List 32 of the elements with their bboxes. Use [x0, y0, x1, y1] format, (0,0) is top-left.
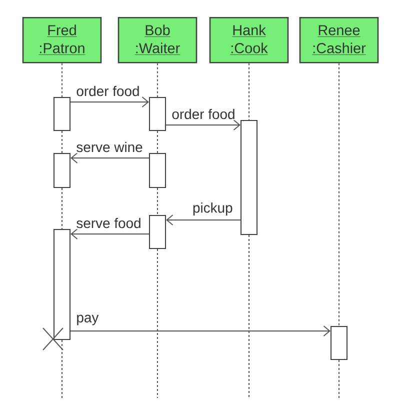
- arrow: [166, 120, 240, 130]
- edge-label: order food: [170, 108, 236, 120]
- lifeline: [338, 360, 340, 398]
- activation-bar: [54, 97, 70, 131]
- object-box: Renee :Cashier: [299, 17, 379, 64]
- lifeline: [157, 62, 158, 98]
- activation-bar: [54, 229, 70, 340]
- arrow: [70, 96, 149, 108]
- edge-label: serve wine: [75, 140, 144, 154]
- object-box: Hank :Cook: [209, 17, 289, 64]
- activation-bar: [330, 326, 348, 360]
- arrow: [70, 228, 150, 240]
- activation-bar: [149, 97, 166, 131]
- activation-bar: [54, 153, 70, 188]
- object-box: Bob :Waiter: [118, 17, 198, 64]
- lifeline: [338, 62, 340, 326]
- lifeline: [157, 248, 158, 398]
- object-box: Fred :Patron: [22, 17, 102, 64]
- arrow: [70, 326, 330, 336]
- arrow: [70, 152, 150, 164]
- activation-bar: [240, 120, 258, 235]
- lifeline: [248, 234, 250, 398]
- arrow: [166, 214, 241, 226]
- activation-bar: [149, 153, 166, 188]
- edge-label: order food: [75, 84, 141, 98]
- edge-label: pickup: [191, 202, 234, 216]
- edge-label: pay: [75, 314, 100, 326]
- lifeline: [248, 62, 250, 120]
- activation-bar: [149, 215, 166, 249]
- lifeline: [157, 130, 158, 154]
- edge-label: serve food: [75, 216, 142, 230]
- lifeline: [157, 188, 158, 216]
